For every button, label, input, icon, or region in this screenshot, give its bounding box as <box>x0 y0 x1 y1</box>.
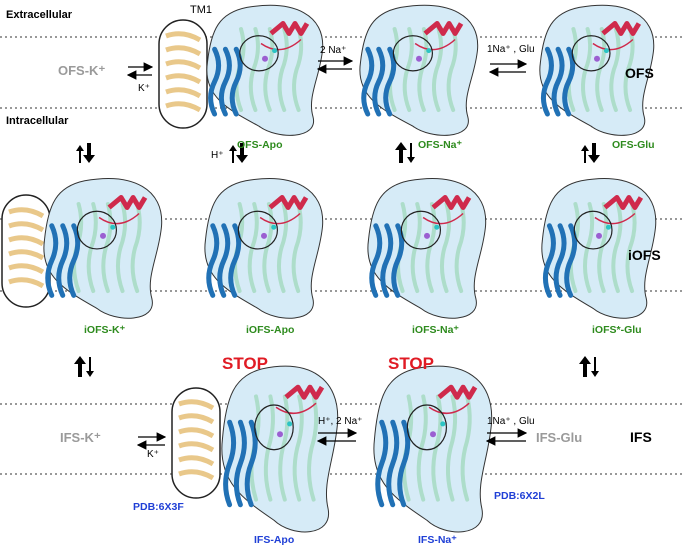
transition-arrows <box>126 56 528 450</box>
protein-iofs-k <box>43 178 163 319</box>
state-ofs-apo: OFS-Apo <box>237 139 283 151</box>
protein-iofs-na <box>367 178 487 319</box>
state-ofs-k: OFS-K⁺ <box>58 63 106 78</box>
state-ifs-na: IFS-Na⁺ <box>418 534 457 546</box>
state-iofs-apo: iOFS-Apo <box>246 324 295 336</box>
state-ifs-k: IFS-K⁺ <box>60 430 101 445</box>
protein-ifs-apo <box>221 365 339 533</box>
pdb-label-6x2l: PDB:6X2L <box>494 490 545 502</box>
transition-label-ifs-glu: 1Na⁺ , Glu <box>487 416 535 427</box>
vertical-arrows <box>74 142 600 377</box>
transition-label-ifs-k: K⁺ <box>147 449 159 460</box>
protein-ofs-glu <box>539 4 655 136</box>
row-label-iofs: iOFS <box>628 247 661 263</box>
stop-label-2: STOP <box>388 354 434 373</box>
state-iofs-na: iOFS-Na⁺ <box>412 324 459 336</box>
state-iofs-k: iOFS-K⁺ <box>84 324 126 336</box>
transition-label-ofs-2na: 2 Na⁺ <box>320 45 347 56</box>
state-ofs-glu: OFS-Glu <box>612 139 655 151</box>
protein-ofs-na <box>359 4 479 136</box>
stop-label-1: STOP <box>222 354 268 373</box>
protein-ifs-na <box>373 365 493 533</box>
tm1-capsule-ofs <box>158 19 208 129</box>
transition-label-ifs-h-2na: H⁺, 2 Na⁺ <box>318 416 363 427</box>
row-label-ifs: IFS <box>630 429 652 445</box>
tm1-label: TM1 <box>190 4 212 16</box>
transition-label-ofs-glu: 1Na⁺ , Glu <box>487 44 535 55</box>
state-iofs-glu: iOFS*-Glu <box>592 324 642 336</box>
extracellular-label: Extracellular <box>6 9 73 21</box>
protein-ofs-apo <box>206 4 324 136</box>
tm1-capsule-iofs <box>1 194 51 308</box>
protein-iofs-apo <box>204 178 324 319</box>
transition-label-h: H⁺ <box>211 150 224 161</box>
transition-label-ofs-k: K⁺ <box>138 83 150 94</box>
state-ofs-na: OFS-Na⁺ <box>418 139 463 151</box>
tm1-capsule-ifs <box>171 387 221 499</box>
state-ifs-glu: IFS-Glu <box>536 430 583 445</box>
row-label-ofs: OFS <box>625 65 654 81</box>
intracellular-label: Intracellular <box>6 115 69 127</box>
state-ifs-apo: IFS-Apo <box>254 534 295 546</box>
pdb-label-6x3f: PDB:6X3F <box>133 501 184 513</box>
protein-iofs-glu <box>541 178 657 319</box>
